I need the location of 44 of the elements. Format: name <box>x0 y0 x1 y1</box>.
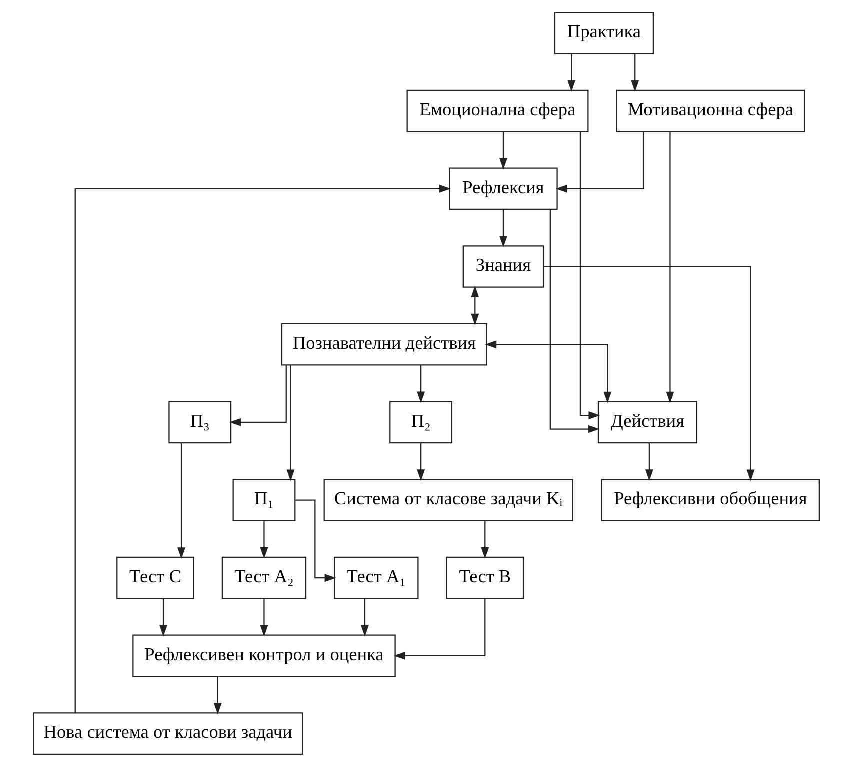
node-box: Практика <box>554 12 654 54</box>
arrow <box>630 54 639 92</box>
arrow <box>480 521 489 559</box>
node-box: П₁ <box>232 479 296 522</box>
arrow <box>416 443 425 482</box>
node-box: Рефлексия <box>448 168 558 210</box>
arrow <box>360 598 368 637</box>
node-box: Рефлексивен контрол и оценка <box>132 634 396 678</box>
arrow <box>159 598 168 637</box>
arrow <box>666 132 674 404</box>
node-box: Тест A₂ <box>221 556 306 600</box>
arrow <box>260 598 268 637</box>
arrow <box>393 598 486 660</box>
arrow <box>498 210 507 248</box>
arrow <box>294 500 336 582</box>
arrow <box>416 365 425 404</box>
node-box: Тест B <box>446 556 524 600</box>
arrow <box>260 521 268 559</box>
arrow <box>213 676 222 715</box>
arrow <box>229 365 286 426</box>
arrow <box>286 365 294 482</box>
node-box: Знания <box>462 246 544 288</box>
node-box: П₂ <box>389 401 452 444</box>
node-box: Рефлексивни обобщения <box>600 479 820 522</box>
arrow <box>470 286 479 326</box>
arrow <box>177 443 186 560</box>
arrow <box>567 54 576 92</box>
node-box: Нова система от класови задачи <box>32 712 303 755</box>
arrow <box>543 266 754 482</box>
node-box: Познавателни действия <box>280 323 487 366</box>
node-box: Мотивационна сфера <box>616 90 805 132</box>
arrow <box>74 184 450 714</box>
arrow <box>579 132 600 420</box>
node-box: Тест C <box>116 556 194 600</box>
node-box: Емоционална сфера <box>406 90 588 132</box>
arrow <box>549 210 600 434</box>
arrow <box>644 443 653 482</box>
node-box: Система от класове задачи Kᵢ <box>323 479 573 522</box>
arrow <box>498 132 507 170</box>
arrow <box>555 132 644 193</box>
node-box: Действия <box>597 401 697 444</box>
node-box: Тест A₁ <box>334 556 418 600</box>
node-box: П₃ <box>168 401 232 444</box>
arrow <box>484 340 612 404</box>
